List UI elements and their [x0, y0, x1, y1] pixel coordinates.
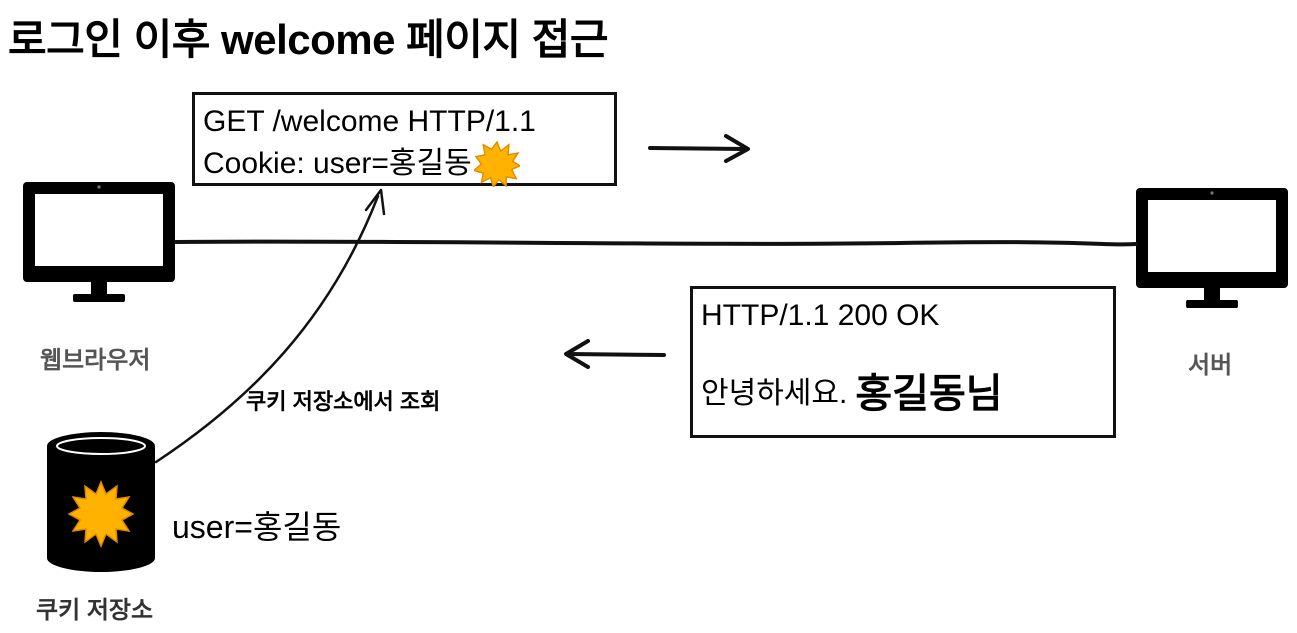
greeting-prefix: 안녕하세요.	[701, 377, 848, 410]
response-message-box: HTTP/1.1 200 OK 안녕하세요. 홍길동님	[690, 286, 1116, 438]
cookie-store-content: user=홍길동	[172, 509, 342, 545]
page-title: 로그인 이후 welcome 페이지 접근	[8, 16, 609, 63]
sun-icon	[67, 480, 135, 548]
greeting-name: 홍길동님	[855, 372, 1003, 416]
sun-icon	[473, 141, 520, 187]
browser-monitor-icon	[23, 182, 178, 312]
database-icon	[45, 430, 157, 574]
request-line: GET /welcome HTTP/1.1	[203, 105, 536, 138]
cookie-header-text: Cookie: user=홍길동	[203, 147, 472, 180]
request-message-box: GET /welcome HTTP/1.1 Cookie: user=홍길동	[192, 92, 617, 187]
cookie-header-line: Cookie: user=홍길동	[203, 141, 614, 187]
server-monitor-icon	[1136, 188, 1291, 318]
server-label: 서버	[1188, 352, 1233, 379]
browser-label: 웹브라우저	[40, 347, 151, 374]
request-arrow	[648, 134, 750, 163]
cookie-store-label: 쿠키 저장소	[36, 597, 154, 624]
response-body-line: 안녕하세요. 홍길동님	[701, 372, 1113, 416]
cookie-lookup-arrow	[154, 188, 386, 464]
response-status-line: HTTP/1.1 200 OK	[701, 299, 940, 332]
response-arrow	[564, 339, 666, 369]
connection-line	[174, 239, 1138, 247]
cookie-lookup-label: 쿠키 저장소에서 조회	[246, 389, 441, 414]
